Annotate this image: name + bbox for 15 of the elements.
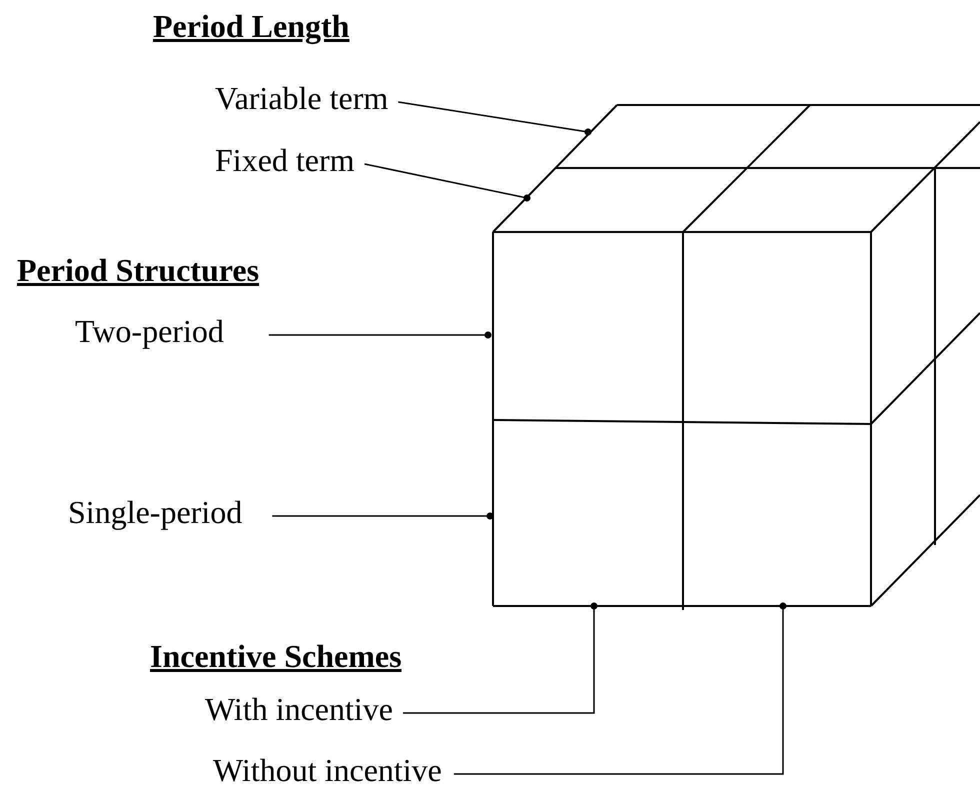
heading: Period Length	[153, 8, 350, 44]
leader-line	[398, 101, 592, 136]
leader-line	[268, 332, 492, 338]
leader-line	[364, 163, 530, 202]
leader-line	[402, 602, 598, 714]
heading: Incentive Schemes	[150, 638, 402, 674]
option-label: Without incentive	[213, 752, 442, 788]
option-label: With incentive	[205, 691, 393, 727]
leader-line	[272, 512, 494, 520]
option-label: Single-period	[68, 494, 242, 530]
option-label: Two-period	[75, 313, 224, 349]
heading: Period Structures	[17, 252, 260, 288]
option-label: Variable term	[215, 80, 388, 116]
leader-line	[454, 602, 786, 775]
option-label: Fixed term	[215, 142, 355, 178]
